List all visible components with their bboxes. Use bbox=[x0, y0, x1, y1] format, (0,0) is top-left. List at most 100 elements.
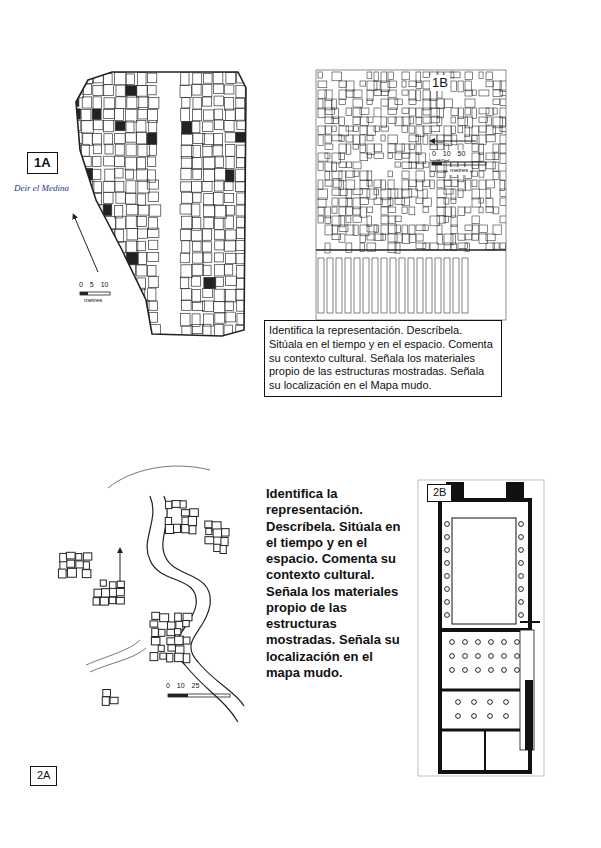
house-cell bbox=[114, 134, 125, 144]
room-cell bbox=[416, 234, 423, 241]
room-cell bbox=[430, 135, 437, 145]
house-cell bbox=[116, 192, 126, 203]
room-cell bbox=[390, 258, 396, 313]
room-cell bbox=[339, 162, 346, 167]
house-cell bbox=[82, 216, 90, 228]
house-cell bbox=[167, 622, 175, 629]
scale-unit: metres bbox=[448, 167, 470, 175]
house-cell bbox=[181, 216, 192, 228]
question-box: Identifica la representación. Descríbela… bbox=[264, 320, 502, 397]
room-cell bbox=[388, 153, 393, 158]
room-cell bbox=[493, 108, 497, 114]
room-cell bbox=[399, 258, 405, 313]
room-cell bbox=[367, 135, 373, 141]
room-cell bbox=[472, 180, 477, 187]
column bbox=[515, 654, 520, 659]
room-cell bbox=[409, 81, 416, 87]
room-cell bbox=[451, 126, 455, 133]
house-cell bbox=[181, 168, 191, 180]
house-cell bbox=[203, 324, 211, 336]
contour-line bbox=[108, 466, 210, 488]
house-cell bbox=[115, 121, 125, 130]
column bbox=[445, 600, 450, 605]
room-cell bbox=[500, 117, 506, 127]
house-cell bbox=[224, 337, 235, 349]
house-cell bbox=[116, 313, 124, 326]
room-cell bbox=[437, 99, 444, 109]
house-cell bbox=[247, 85, 256, 94]
room-cell bbox=[430, 180, 434, 189]
house-cell bbox=[205, 537, 214, 544]
house-cell bbox=[71, 169, 82, 178]
column bbox=[504, 714, 509, 719]
house-cell bbox=[183, 637, 190, 644]
house-cell bbox=[104, 134, 112, 145]
room-cell bbox=[346, 126, 353, 131]
room-cell bbox=[367, 189, 376, 199]
room-cell bbox=[402, 72, 409, 80]
house-cell bbox=[213, 529, 222, 537]
house-cell bbox=[137, 157, 146, 170]
room-cell bbox=[451, 216, 457, 226]
room-cell bbox=[332, 180, 341, 187]
column bbox=[445, 613, 450, 618]
room-cell bbox=[423, 243, 429, 250]
room-cell bbox=[486, 108, 493, 116]
column bbox=[489, 654, 494, 659]
house-cell bbox=[103, 690, 111, 697]
column bbox=[502, 640, 507, 645]
house-cell bbox=[67, 560, 75, 567]
room-cell bbox=[388, 234, 397, 242]
house-cell bbox=[236, 98, 245, 108]
house-cell bbox=[247, 230, 256, 241]
house-cell bbox=[203, 288, 213, 297]
room-cell bbox=[493, 171, 499, 180]
house-cell bbox=[92, 156, 101, 166]
temple-plan bbox=[440, 482, 540, 772]
room-cell bbox=[423, 207, 428, 212]
house-cell bbox=[225, 109, 235, 120]
house-cell bbox=[215, 241, 225, 250]
column bbox=[519, 561, 524, 566]
figure-tag: 2B bbox=[427, 484, 452, 502]
handwritten-note: Deir el Medina bbox=[14, 183, 69, 194]
enclosure-wall bbox=[76, 72, 246, 336]
column bbox=[463, 640, 468, 645]
house-cell bbox=[247, 181, 259, 192]
house-cell bbox=[72, 192, 83, 204]
house-cell bbox=[137, 338, 146, 348]
room-cell bbox=[374, 153, 383, 159]
room-cell bbox=[381, 180, 385, 190]
room-cell bbox=[479, 171, 484, 177]
room-cell bbox=[346, 189, 352, 198]
house-cell bbox=[114, 72, 126, 85]
room-cell bbox=[479, 162, 485, 171]
house-cell bbox=[136, 121, 146, 133]
room-cell bbox=[486, 180, 494, 188]
room-cell bbox=[346, 198, 352, 206]
room-cell bbox=[388, 189, 398, 198]
house-cell bbox=[203, 265, 211, 275]
scale-bar bbox=[168, 694, 230, 697]
house-cell bbox=[71, 290, 81, 301]
room-cell bbox=[346, 144, 351, 154]
room-cell bbox=[416, 243, 426, 248]
figure-number: 2A bbox=[37, 769, 50, 783]
room-cell bbox=[472, 144, 478, 151]
house-cell bbox=[104, 98, 115, 109]
question-text: Identifica la representación. Descríbela… bbox=[269, 324, 497, 393]
room-cell bbox=[493, 243, 499, 249]
house-cell bbox=[181, 301, 191, 311]
house-cell bbox=[175, 636, 184, 644]
river-bank bbox=[147, 496, 238, 722]
room-cell bbox=[325, 225, 332, 235]
house-cell bbox=[206, 528, 212, 534]
house-cell bbox=[181, 510, 189, 516]
house-cell bbox=[193, 97, 202, 109]
room-cell bbox=[458, 81, 463, 92]
house-cell bbox=[214, 265, 224, 276]
house-cell bbox=[214, 134, 223, 146]
room-cell bbox=[479, 126, 487, 132]
room-cell bbox=[486, 153, 495, 160]
room-cell bbox=[318, 153, 328, 161]
